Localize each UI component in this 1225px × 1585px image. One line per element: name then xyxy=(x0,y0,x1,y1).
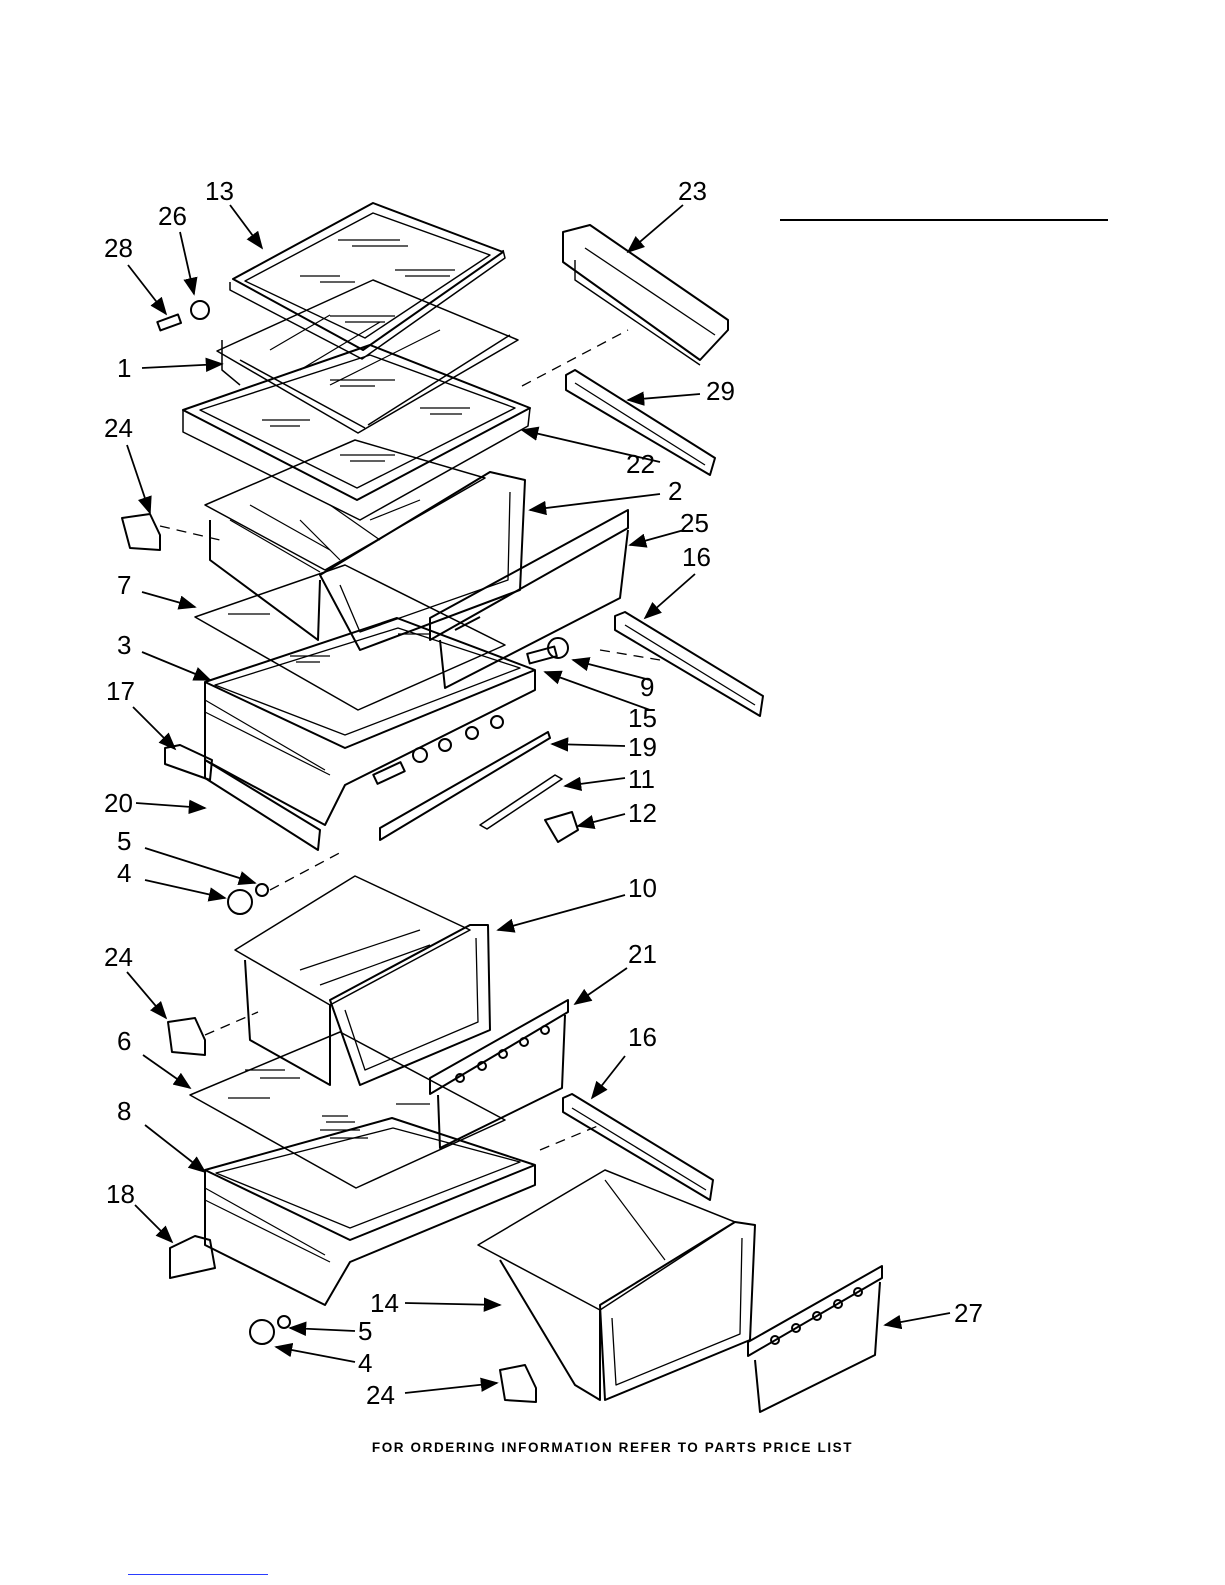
callout-24-bottom: 24 xyxy=(366,1380,395,1410)
callout-3: 3 xyxy=(117,630,131,660)
callout-5-upper: 5 xyxy=(117,826,131,856)
part-12-damper xyxy=(545,812,578,842)
callout-9: 9 xyxy=(640,672,654,702)
part-16-slide-rail-lower xyxy=(563,1094,713,1200)
callout-8: 8 xyxy=(117,1096,131,1126)
part-10-lower-drawer xyxy=(235,876,490,1085)
part-18-clip xyxy=(170,1236,215,1278)
callout-11: 11 xyxy=(628,764,655,794)
callout-5-lower: 5 xyxy=(358,1316,372,1346)
callout-29: 29 xyxy=(706,376,735,406)
part-5-axle-lower xyxy=(278,1316,290,1328)
part-24-clip-c xyxy=(500,1365,536,1402)
callout-23: 23 xyxy=(678,176,707,206)
part-13-glass-shelf xyxy=(230,203,505,359)
callout-17: 17 xyxy=(106,676,135,706)
part-3-crisper-frame xyxy=(205,618,535,825)
callout-6: 6 xyxy=(117,1026,131,1056)
part-19-trim xyxy=(380,732,550,840)
part-8-crisper-frame xyxy=(205,1118,535,1305)
callout-4-lower: 4 xyxy=(358,1348,372,1378)
ordering-info-footer: FOR ORDERING INFORMATION REFER TO PARTS … xyxy=(0,1440,1225,1455)
part-5-axle-upper xyxy=(256,884,268,896)
part-11-bracket xyxy=(480,775,562,829)
part-24-clip-a xyxy=(122,514,160,550)
callout-16-upper: 16 xyxy=(682,542,711,572)
callout-12: 12 xyxy=(628,798,657,828)
callout-2: 2 xyxy=(668,476,682,506)
part-28-screw xyxy=(157,314,181,330)
callout-13: 13 xyxy=(205,176,234,206)
callout-18: 18 xyxy=(106,1179,135,1209)
callout-21: 21 xyxy=(628,939,657,969)
callout-16-lower: 16 xyxy=(628,1022,657,1052)
part-21-drawer-cover xyxy=(430,1000,568,1148)
callout-20: 20 xyxy=(104,788,133,818)
part-26-bushing xyxy=(191,301,209,319)
callout-14: 14 xyxy=(370,1288,399,1318)
callout-19: 19 xyxy=(628,732,657,762)
part-27-drawer-cover xyxy=(748,1266,882,1412)
callout-24-top: 24 xyxy=(104,413,133,443)
callout-27: 27 xyxy=(954,1298,983,1328)
bottom-link-underline[interactable] xyxy=(128,1574,268,1575)
callout-7: 7 xyxy=(117,570,131,600)
part-9-screw xyxy=(527,647,557,664)
callout-15: 15 xyxy=(628,703,657,733)
part-6-cover-sheet xyxy=(190,1032,505,1188)
callout-4-upper: 4 xyxy=(117,858,131,888)
callout-25: 25 xyxy=(680,508,709,538)
callout-1: 1 xyxy=(117,353,131,383)
part-4-wheel-upper xyxy=(228,890,252,914)
callout-24-mid: 24 xyxy=(104,942,133,972)
part-23-slide-rail xyxy=(563,225,728,365)
callout-22: 22 xyxy=(626,449,655,479)
part-24-clip-b xyxy=(168,1018,205,1055)
callout-28: 28 xyxy=(104,233,133,263)
part-4-wheel-lower xyxy=(250,1320,274,1344)
callout-10: 10 xyxy=(628,873,657,903)
part-20-trim xyxy=(205,760,320,850)
callout-26: 26 xyxy=(158,201,187,231)
part-16-slide-rail-upper xyxy=(615,612,763,716)
part-7-cover-sheet xyxy=(195,565,505,710)
